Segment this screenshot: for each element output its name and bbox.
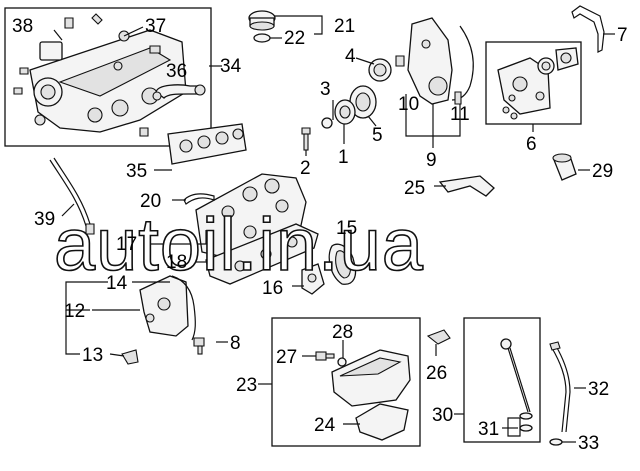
callout-31: 31 [478,419,499,440]
small-bracket-13 [121,349,139,365]
dipstick-tube-o-ring [549,438,563,446]
oil-pan [331,349,411,407]
valve-cover-bolt [193,337,205,355]
dipstick-tube-39 [49,157,95,235]
throttle-body [39,41,63,61]
oil-dipstick [500,338,531,413]
callout-16: 16 [262,278,283,299]
small-washer [321,117,333,129]
filler-cap-seal [253,33,271,43]
callout-24: 24 [314,415,336,436]
callout-30: 30 [432,405,453,426]
callout-4: 4 [345,46,356,67]
callout-34: 34 [220,56,242,77]
oil-filter [552,153,577,181]
callout-12: 12 [64,301,85,322]
callout-38: 38 [12,16,33,37]
timing-cover [407,17,474,105]
leader-lines [53,15,615,443]
timing-belt [328,243,357,285]
callout-28: 28 [332,322,353,343]
manifold-bolts [13,13,161,137]
gasket-clip [426,329,451,345]
callout-1: 1 [338,147,349,168]
callout-23: 23 [236,375,257,396]
callout-35: 35 [126,161,147,182]
oil-dipstick-group-box [463,317,541,443]
intake-manifold-gasket [167,123,247,165]
dipstick-tube-32 [549,341,571,433]
callout-20: 20 [140,191,161,212]
camshaft-gear [334,99,356,125]
oil-pump [497,57,551,115]
callout-8: 8 [230,333,241,354]
oil-pump-seal [537,57,555,75]
callout-37: 37 [145,16,166,37]
callout-5: 5 [372,125,383,146]
oil-pan-baffle [355,403,409,441]
bracket [571,5,605,53]
callout-3: 3 [320,79,331,100]
callout-21: 21 [334,16,355,37]
callout-9: 9 [426,150,437,171]
thermostat-housing [301,263,325,295]
camshaft-sprocket [349,85,377,119]
callout-13: 13 [82,345,103,366]
callout-15: 15 [336,218,357,239]
intake-manifold-group-box [4,7,212,147]
cover-bolts [395,55,462,105]
valve-cover-gasket [171,275,196,341]
callout-33: 33 [578,433,599,454]
callout-36: 36 [166,61,187,82]
timing-bolt [301,127,311,151]
callout-11: 11 [450,104,470,125]
oil-pump-cover [555,47,579,71]
callout-6: 6 [526,134,537,155]
callout-32: 32 [588,379,609,400]
heat-shield [438,175,495,197]
valve-cover [139,275,189,337]
oil-pan-group-box [271,317,421,447]
callout-17: 17 [116,234,137,255]
drain-washer [337,357,347,367]
callout-2: 2 [300,158,311,179]
callout-10: 10 [398,94,419,115]
watermark-text: autoil.in.ua [54,203,424,286]
callout-27: 27 [276,347,297,368]
callout-25: 25 [404,178,425,199]
callout-14: 14 [106,273,128,294]
vacuum-hose [183,193,215,205]
callout-18: 18 [166,252,187,273]
drain-plug [315,351,335,361]
callout-26: 26 [426,363,447,384]
head-gasket [205,223,319,285]
oil-pump-pins [502,106,518,120]
pcv-hose [152,84,206,101]
intake-manifold [29,29,187,133]
callout-39: 39 [34,209,55,230]
callout-22: 22 [284,28,305,49]
callout-labels: 38 37 34 36 21 22 4 3 5 1 2 10 11 9 6 7 … [12,16,628,454]
dipstick-o-rings [519,412,533,432]
callout-7: 7 [617,25,628,46]
oil-filler-cap [248,10,276,31]
callout-29: 29 [592,161,613,182]
camshaft-seal [368,58,392,82]
